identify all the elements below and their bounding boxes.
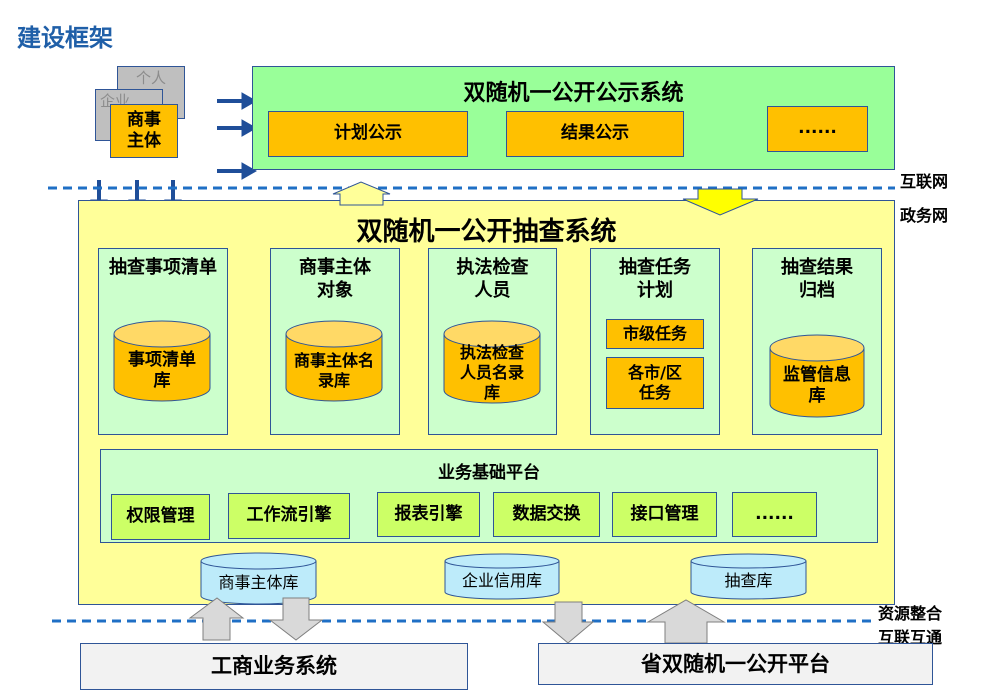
- result-publicity[interactable]: 结果公示: [506, 111, 684, 157]
- plan-publicity-label: 计划公示: [334, 123, 402, 144]
- db-supervision: 监管信息库: [769, 334, 865, 418]
- db-inspection-lib: 抽查库: [690, 553, 807, 600]
- integration-label: 资源整合: [878, 604, 943, 623]
- more-publicity-label: ......: [798, 118, 837, 139]
- platform-permissions[interactable]: 权限管理: [111, 494, 210, 540]
- market-subject-card: 商事主体: [110, 104, 178, 158]
- arrow-down-icon: [268, 597, 324, 641]
- arrow-up-icon: [646, 599, 726, 644]
- task-city-level[interactable]: 市级任务: [606, 319, 704, 349]
- column-title: 商事主体对象: [299, 257, 371, 301]
- result-publicity-label: 结果公示: [561, 123, 629, 144]
- arrow-up-icon: [332, 181, 391, 206]
- db-inspection-items: 事项清单库: [113, 320, 211, 402]
- inspection-system-title: 双随机一公开抽查系统: [356, 217, 617, 247]
- arrow-up-icon: [188, 597, 245, 641]
- internet-label: 互联网: [900, 172, 949, 191]
- db-credit-lib: 企业信用库: [444, 553, 560, 600]
- column-title: 抽查结果归档: [781, 257, 853, 301]
- market-subject-label: 商事主体: [127, 109, 161, 151]
- arrow-right-icon: [217, 162, 258, 180]
- column-title: 执法检查人员: [456, 257, 529, 301]
- arrow-down-icon: [541, 601, 595, 644]
- interconnect-label: 互联互通: [878, 628, 943, 647]
- column-title: 抽查任务计划: [619, 257, 691, 301]
- platform-workflow[interactable]: 工作流引擎: [228, 493, 350, 539]
- provincial-platform[interactable]: 省双随机一公开平台: [538, 643, 933, 685]
- arrow-right-icon: [217, 119, 258, 137]
- page-title: 建设框架: [17, 24, 113, 52]
- platform-reports[interactable]: 报表引擎: [377, 492, 480, 537]
- plan-publicity[interactable]: 计划公示: [268, 111, 468, 157]
- platform-title: 业务基础平台: [438, 463, 540, 483]
- arrow-down-icon: [682, 188, 759, 216]
- arrow-right-icon: [217, 92, 258, 110]
- business-system[interactable]: 工商业务系统: [80, 643, 468, 690]
- gov-network-label: 政务网: [900, 206, 949, 225]
- column-title: 抽查事项清单: [109, 257, 217, 278]
- publicity-system-title: 双随机一公开公示系统: [463, 81, 684, 106]
- task-districts[interactable]: 各市/区任务: [606, 357, 704, 409]
- db-inspectors: 执法检查人员名录库: [443, 320, 541, 404]
- person-label: 个人: [135, 69, 166, 87]
- db-market-subjects: 商事主体名录库: [285, 320, 383, 402]
- platform-interfaces[interactable]: 接口管理: [612, 492, 717, 537]
- platform-data-exchange[interactable]: 数据交换: [493, 492, 600, 537]
- db-market-subject-lib: 商事主体库: [200, 552, 317, 605]
- more-publicity[interactable]: ......: [767, 106, 868, 152]
- platform-more[interactable]: ......: [732, 492, 817, 537]
